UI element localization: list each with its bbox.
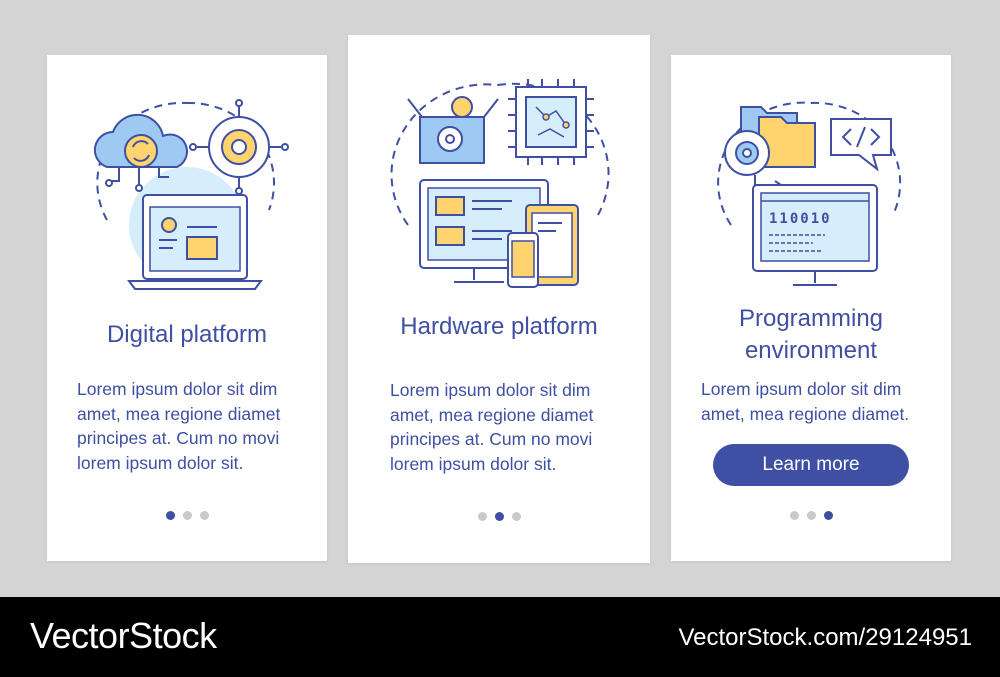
- learn-more-button[interactable]: Learn more: [713, 444, 909, 486]
- pagination-dots: [671, 511, 951, 520]
- gear-icon: [189, 99, 289, 195]
- page-dot-3[interactable]: [823, 511, 833, 520]
- binary-code-text: 110010: [769, 211, 832, 227]
- cloud-sync-icon: [93, 113, 188, 192]
- monitor-icon: [419, 179, 549, 283]
- card-title: Digital platform: [106, 321, 268, 348]
- pagination-dots: [348, 512, 650, 521]
- card-title: Hardware platform: [400, 313, 598, 340]
- card-title-line-2: environment: [744, 337, 878, 364]
- programming-environment-illustration: 110010: [717, 101, 902, 286]
- hardware-platform-illustration: [390, 79, 610, 288]
- code-bubble-icon: [830, 118, 892, 172]
- page-dot-3[interactable]: [511, 512, 521, 521]
- card-title: Programming environment: [671, 303, 951, 367]
- phone-icon: [507, 232, 539, 288]
- page-dot-2[interactable]: [182, 511, 192, 520]
- page-dot-3[interactable]: [199, 511, 209, 520]
- laptop-icon: [127, 194, 263, 290]
- pagination-dots: [47, 511, 327, 520]
- watermark-footer: VectorStock VectorStock.com/29124951: [0, 597, 1000, 677]
- page-dot-2[interactable]: [806, 511, 816, 520]
- onboarding-card-programming-environment: 110010 Programming environment Lorem ips…: [671, 55, 951, 561]
- page-dot-2[interactable]: [494, 512, 504, 521]
- settings-box-icon: [407, 96, 499, 164]
- monitor-icon: 110010: [752, 184, 878, 286]
- brand-logo-text: VectorStock: [30, 615, 217, 656]
- image-url: VectorStock.com/29124951: [678, 624, 972, 651]
- onboarding-card-digital-platform: Digital platform Lorem ipsum dolor sit d…: [47, 55, 327, 561]
- cpu-chip-icon: [508, 79, 594, 165]
- background: Digital platform Lorem ipsum dolor sit d…: [47, 35, 951, 563]
- onboarding-card-hardware-platform: Hardware platform Lorem ipsum dolor sit …: [348, 35, 650, 563]
- digital-platform-illustration: [93, 99, 289, 290]
- page-dot-1[interactable]: [789, 511, 799, 520]
- card-description: Lorem ipsum dolor sit dim amet, mea regi…: [77, 379, 281, 473]
- card-description: Lorem ipsum dolor sit dim amet, mea regi…: [701, 379, 910, 424]
- page-dot-1[interactable]: [477, 512, 487, 521]
- page-dot-1[interactable]: [165, 511, 175, 520]
- card-title-line-1: Programming: [738, 305, 884, 332]
- card-description: Lorem ipsum dolor sit dim amet, mea regi…: [390, 380, 594, 474]
